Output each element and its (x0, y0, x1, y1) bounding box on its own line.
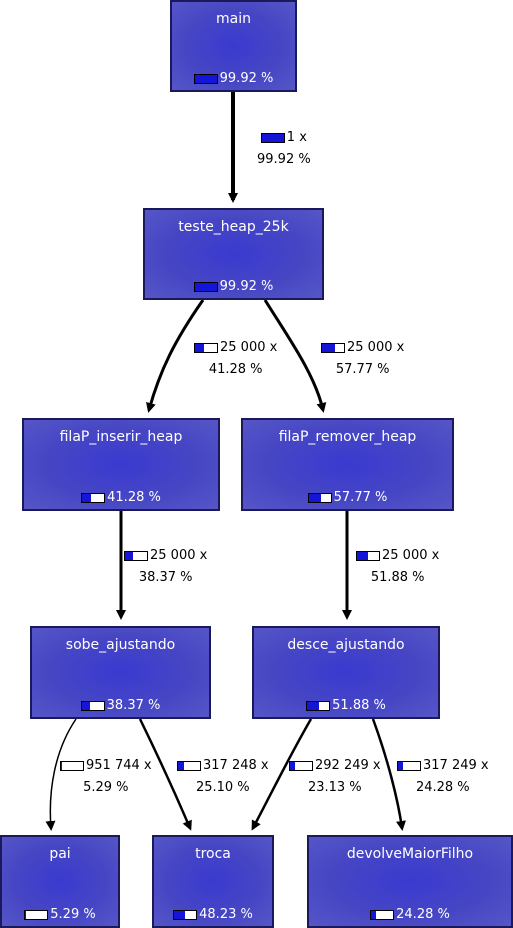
edge-calls: 25 000 x (150, 548, 208, 563)
node-title: main (216, 11, 251, 27)
node-pai[interactable]: pai 5.29 % (0, 835, 120, 928)
edge-cost: 41.28 % (208, 362, 263, 377)
node-title: pai (49, 846, 71, 862)
edge-label-sobe-ajustando-to-pai: 951 744 x 5.29 % (60, 755, 152, 799)
edge-label-desce-ajustando-to-devolveMaiorFilho: 317 249 x 24.28 % (397, 755, 489, 799)
edge-calls: 951 744 x (86, 758, 152, 773)
node-cost-value: 99.92 % (219, 279, 274, 294)
node-cost-bar (80, 700, 105, 711)
edge-cost-bar (397, 760, 421, 771)
node-cost-bar (193, 73, 218, 84)
node-cost: 51.88 % (254, 698, 438, 714)
node-cost-value: 38.37 % (106, 698, 161, 713)
edge-cost: 23.13 % (307, 780, 362, 795)
edge-cost-bar (289, 760, 313, 771)
node-cost-bar (306, 700, 331, 711)
edge-cost-bar (321, 342, 345, 353)
node-cost-bar (193, 281, 218, 292)
node-cost-bar (173, 909, 198, 920)
edge-teste-heap-25k-to-filaP-inserir-heap[interactable] (146, 299, 205, 413)
edge-desce-ajustando-to-devolveMaiorFilho[interactable] (371, 718, 406, 831)
node-title: filaP_inserir_heap (59, 429, 183, 445)
node-cost: 5.29 % (2, 907, 118, 923)
edge-label-main-to-teste-heap-25k: 1 x 99.92 % (257, 127, 311, 171)
node-cost-value: 57.77 % (333, 490, 388, 505)
node-cost-value: 24.28 % (396, 907, 450, 922)
node-filaP-remover-heap[interactable]: filaP_remover_heap 57.77 % (241, 418, 454, 511)
node-title: teste_heap_25k (178, 219, 289, 235)
edge-calls: 1 x (286, 130, 307, 145)
node-cost-value: 41.28 % (107, 490, 161, 505)
node-cost: 99.92 % (172, 71, 295, 87)
node-cost-bar (370, 909, 395, 920)
node-filaP-inserir-heap[interactable]: filaP_inserir_heap 41.28 % (22, 418, 220, 511)
edge-cost: 51.88 % (370, 570, 425, 585)
node-desce-ajustando[interactable]: desce_ajustando 51.88 % (252, 626, 440, 719)
node-title: filaP_remover_heap (278, 429, 417, 445)
edge-label-desce-ajustando-to-troca: 292 249 x 23.13 % (289, 755, 381, 799)
node-main[interactable]: main 99.92 % (170, 0, 297, 92)
node-cost-bar (24, 909, 49, 920)
edge-label-filaP-inserir-heap-to-sobe-ajustando: 25 000 x 38.37 % (124, 545, 207, 589)
node-cost: 24.28 % (309, 907, 511, 923)
node-troca[interactable]: troca 48.23 % (152, 835, 274, 928)
edge-desce-ajustando-to-troca[interactable] (251, 718, 313, 831)
node-teste-heap-25k[interactable]: teste_heap_25k 99.92 % (143, 208, 324, 300)
edge-cost: 5.29 % (83, 780, 129, 795)
node-cost: 99.92 % (145, 279, 322, 295)
edge-label-filaP-remover-heap-to-desce-ajustando: 25 000 x 51.88 % (356, 545, 439, 589)
node-cost: 48.23 % (154, 907, 272, 923)
edge-label-teste-heap-25k-to-filaP-remover-heap: 25 000 x 57.77 % (321, 337, 404, 381)
edge-cost: 99.92 % (257, 152, 311, 167)
edge-cost: 24.28 % (415, 780, 470, 795)
edge-cost: 38.37 % (138, 570, 193, 585)
edge-cost-bar (194, 342, 218, 353)
edge-sobe-ajustando-to-troca[interactable] (138, 718, 192, 831)
node-devolveMaiorFilho[interactable]: devolveMaiorFilho 24.28 % (307, 835, 513, 928)
node-sobe-ajustando[interactable]: sobe_ajustando 38.37 % (30, 626, 211, 719)
edge-cost: 25.10 % (195, 780, 250, 795)
edge-label-sobe-ajustando-to-troca: 317 248 x 25.10 % (177, 755, 269, 799)
node-cost-value: 99.92 % (219, 71, 274, 86)
edge-calls: 317 249 x (423, 758, 489, 773)
node-cost: 57.77 % (243, 490, 452, 506)
edge-cost-bar (60, 760, 84, 771)
edge-calls: 25 000 x (382, 548, 440, 563)
node-cost: 38.37 % (32, 698, 209, 714)
edge-teste-heap-25k-to-filaP-remover-heap[interactable] (263, 299, 327, 413)
node-title: troca (195, 846, 231, 862)
node-cost-bar (307, 492, 332, 503)
edge-calls: 25 000 x (220, 340, 278, 355)
edge-cost-bar (356, 550, 380, 561)
node-cost-value: 51.88 % (332, 698, 386, 713)
edge-cost-bar (124, 550, 148, 561)
edge-sobe-ajustando-to-pai[interactable] (45, 718, 77, 831)
node-cost-value: 5.29 % (50, 907, 96, 922)
edge-calls: 25 000 x (347, 340, 405, 355)
node-cost: 41.28 % (24, 490, 218, 506)
node-title: devolveMaiorFilho (346, 846, 474, 862)
node-title: sobe_ajustando (65, 637, 176, 653)
edge-label-teste-heap-25k-to-filaP-inserir-heap: 25 000 x 41.28 % (194, 337, 277, 381)
edge-cost-bar (260, 132, 285, 143)
node-cost-bar (81, 492, 106, 503)
edge-calls: 292 249 x (315, 758, 381, 773)
edge-calls: 317 248 x (203, 758, 269, 773)
node-title: desce_ajustando (287, 637, 405, 653)
edge-cost: 57.77 % (335, 362, 390, 377)
edge-cost-bar (177, 760, 201, 771)
node-cost-value: 48.23 % (199, 907, 253, 922)
